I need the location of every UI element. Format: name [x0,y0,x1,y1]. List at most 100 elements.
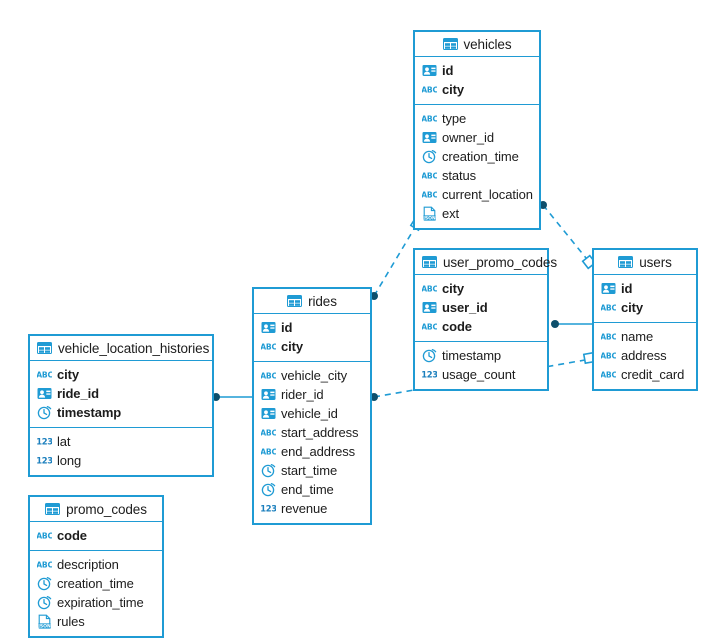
column-name: city [442,281,465,296]
table-grid-icon [422,255,437,270]
column-row[interactable]: 123 long [30,451,212,470]
clock-icon [422,348,437,363]
svg-text:ABC: ABC [422,284,437,293]
svg-text:ABC: ABC [261,428,276,437]
clock-icon [37,595,52,610]
table-name: users [639,254,672,270]
key-id-icon [261,406,276,421]
key-id-icon [422,300,437,315]
column-name: user_id [442,300,488,315]
abc-text-icon: ABC [37,557,52,572]
column-name: name [621,329,654,344]
abc-text-icon: ABC [422,187,437,202]
key-id-icon [261,320,276,335]
table-header-rides[interactable]: rides [254,289,370,314]
column-row[interactable]: start_time [254,461,370,480]
column-row[interactable]: creation_time [415,147,539,166]
number-123-icon: 123 [37,453,52,468]
abc-text-icon: ABC [37,367,52,382]
primary-key-row[interactable]: ABC city [415,279,547,298]
column-row[interactable]: expiration_time [30,593,162,612]
svg-text:ABC: ABC [601,351,616,360]
column-name: usage_count [442,367,516,382]
clock-icon [261,463,276,478]
relationship-rel-upc-users[interactable] [551,320,592,328]
relationship-rel-vlh-rides[interactable] [212,393,252,401]
column-section: timestamp 123 usage_count [415,342,547,389]
clock-icon [37,405,52,420]
column-name: id [281,320,293,335]
primary-key-row[interactable]: user_id [415,298,547,317]
primary-key-row[interactable]: ride_id [30,384,212,403]
svg-text:JSON: JSON [422,216,436,221]
table-name: rides [308,293,337,309]
svg-text:ABC: ABC [422,114,437,123]
column-row[interactable]: creation_time [30,574,162,593]
column-row[interactable]: owner_id [415,128,539,147]
key-id-icon [261,387,276,402]
primary-key-row[interactable]: id [254,318,370,337]
column-name: address [621,348,667,363]
column-row[interactable]: ABC address [594,346,696,365]
column-name: city [621,300,644,315]
key-id-icon [422,63,437,78]
primary-key-row[interactable]: ABC city [30,365,212,384]
svg-text:ABC: ABC [422,190,437,199]
json-doc-icon: JSON [37,614,52,629]
column-row[interactable]: ABC type [415,109,539,128]
relationship-line [542,204,587,259]
column-name: creation_time [442,149,519,164]
key-id-icon [37,386,52,401]
column-name: long [57,453,82,468]
column-row[interactable]: 123 usage_count [415,365,547,384]
column-name: current_location [442,187,533,202]
svg-text:ABC: ABC [422,322,437,331]
table-header-users[interactable]: users [594,250,696,275]
table-header-vehicles[interactable]: vehicles [415,32,539,57]
column-row[interactable]: timestamp [415,346,547,365]
primary-key-row[interactable]: timestamp [30,403,212,422]
column-row[interactable]: vehicle_id [254,404,370,423]
table-name: promo_codes [66,501,147,517]
svg-text:ABC: ABC [422,171,437,180]
primary-key-row[interactable]: id [415,61,539,80]
svg-text:JSON: JSON [37,624,51,629]
column-row[interactable]: ABC current_location [415,185,539,204]
primary-key-row[interactable]: id [594,279,696,298]
column-name: city [57,367,80,382]
column-row[interactable]: rider_id [254,385,370,404]
table-header-vehicle_location_histories[interactable]: vehicle_location_histories [30,336,212,361]
table-name: user_promo_codes [443,254,557,270]
table-header-promo_codes[interactable]: promo_codes [30,497,162,522]
table-header-user_promo_codes[interactable]: user_promo_codes [415,250,557,275]
key-id-icon [422,130,437,145]
column-row[interactable]: end_time [254,480,370,499]
column-name: type [442,111,467,126]
svg-text:123: 123 [422,370,437,380]
